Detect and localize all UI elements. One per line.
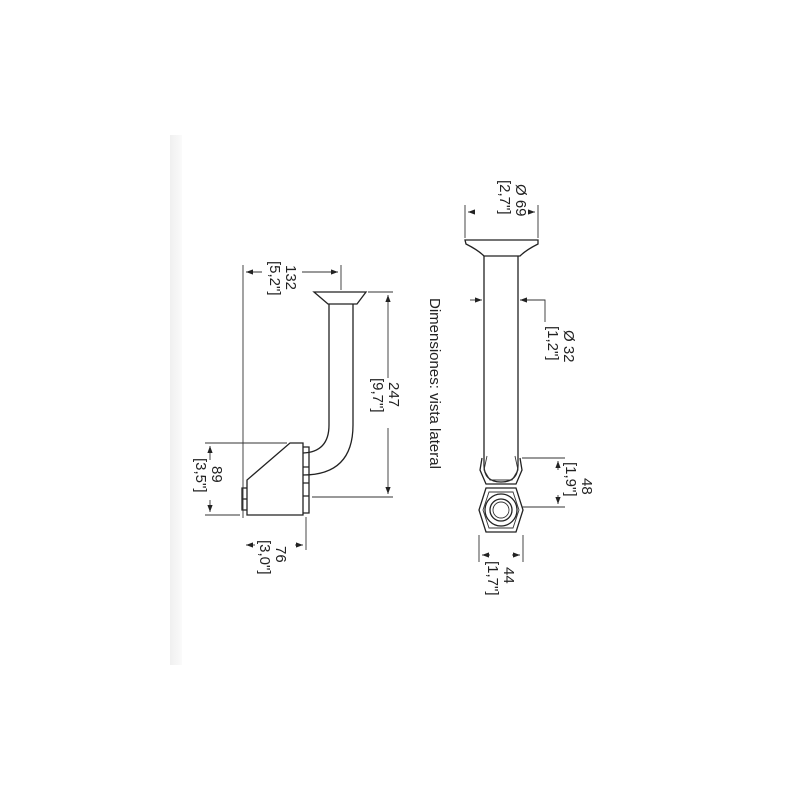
svg-text:[9,7"]: [9,7"] [369,378,386,413]
upper-hex-nut [479,457,523,485]
front-pipe [483,256,519,483]
svg-text:132: 132 [282,265,299,290]
svg-text:76: 76 [272,546,289,563]
fitting-outer-ring [484,493,518,527]
svg-text:[1,7"]: [1,7"] [484,561,501,596]
dim-247: 247 [9,7"] [369,378,402,413]
svg-text:[2,7"]: [2,7"] [496,180,513,215]
side-box [246,442,304,516]
dim-132: 132 [5,2"] [266,261,299,296]
side-pipe [302,304,354,476]
dim-body-width: 44 [1,7"] [484,561,517,596]
front-view: Ø 69 [2,7"] Ø 32 [1,2"] 48 [1,9"] [464,180,595,596]
svg-text:89: 89 [208,466,225,483]
svg-text:[5,2"]: [5,2"] [266,261,283,296]
svg-text:247: 247 [385,382,402,407]
svg-text:48: 48 [578,478,595,495]
side-box-tabs [241,446,310,514]
page-edge-shadow [170,135,182,665]
front-flange [464,239,539,257]
svg-text:Ø 69: Ø 69 [512,184,529,217]
dim-pipe-diameter: Ø 32 [1,2"] [544,326,577,363]
side-flange [312,291,368,305]
svg-text:[3,5"]: [3,5"] [192,458,209,493]
svg-text:[1,2"]: [1,2"] [544,326,561,361]
svg-text:[1,9"]: [1,9"] [562,462,579,497]
caption: Dimensiones: vista lateral [426,298,443,469]
dim-flange-diameter: Ø 69 [2,7"] [496,180,529,217]
svg-text:Dimensiones: vista lateral: Dimensiones: vista lateral [426,298,443,469]
side-view: 132 [5,2"] 247 [9,7"] 89 [3,0"] [3,5"] [192,261,402,575]
dim-76: 76 [3,0"] [256,540,289,575]
svg-text:Ø 32: Ø 32 [560,330,577,363]
lower-hex-nut [478,487,524,533]
dim-89: 89 [3,0"] [3,5"] [192,458,225,493]
dim-nut-height: 48 [1,9"] [562,462,595,497]
svg-text:44: 44 [500,567,517,584]
svg-text:[3,0"]: [3,0"] [256,540,273,575]
